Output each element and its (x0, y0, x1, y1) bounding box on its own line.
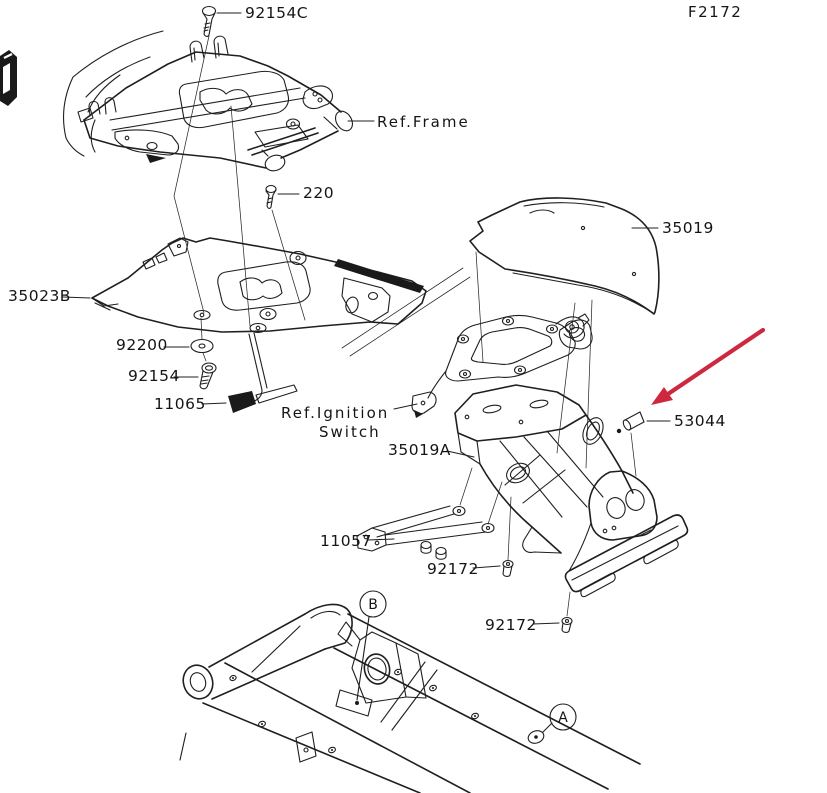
stay-11065-drawing (228, 332, 298, 413)
figure-code: F2172 (688, 3, 742, 21)
ref-frame-label: Ref.Frame (377, 113, 470, 131)
part-label-92172-upper: 92172 (427, 560, 479, 578)
part-label-92200: 92200 (116, 336, 168, 354)
screw-92154c-icon (201, 5, 217, 37)
part-label-220: 220 (303, 184, 334, 202)
part-label-35019: 35019 (662, 219, 714, 237)
part-label-92154: 92154 (128, 367, 180, 385)
pointer-arrow (651, 327, 766, 405)
leader-35023b (62, 296, 91, 299)
assembly-lines (173, 35, 637, 617)
ref-frame-drawing (63, 30, 354, 172)
cowl-35019-drawing (469, 197, 660, 350)
leader-11057 (367, 538, 395, 541)
ref-ignition-label-line2: Switch (319, 423, 381, 441)
washer-92200-icon (190, 338, 214, 354)
screw-92172-lower-icon (561, 616, 573, 633)
screw-92154-icon (199, 362, 217, 390)
part-label-53044: 53044 (674, 412, 726, 430)
catalog-logo-mark (0, 50, 17, 106)
ref-ignition-label-line1: Ref.Ignition (281, 404, 389, 422)
leader-11065 (201, 402, 227, 405)
ignition-bracket-drawing (411, 313, 590, 418)
leader-92172-lower (532, 622, 560, 625)
part-label-92154c: 92154C (245, 4, 308, 22)
bracket-11057-drawing (356, 505, 495, 560)
fender-35019a-drawing (454, 384, 689, 598)
screw-92172-upper-icon (502, 559, 514, 577)
part-label-11065: 11065 (154, 395, 206, 413)
leader-ref-ignition (393, 403, 418, 410)
part-label-35019a: 35019A (388, 441, 451, 459)
tray-35023b-drawing (91, 237, 427, 334)
part-label-92172-lower: 92172 (485, 616, 537, 634)
part-label-11057: 11057 (320, 532, 372, 550)
rear-frame-bottom-drawing (179, 603, 641, 793)
leader-92172-upper (472, 565, 501, 569)
part-label-35023b: 35023B (8, 287, 71, 305)
callout-a-letter: A (558, 710, 568, 726)
screw-220-icon (265, 184, 277, 209)
callout-a: A (542, 703, 577, 733)
callout-b: B (356, 590, 387, 701)
pin-53044-icon (616, 411, 645, 434)
leader-35019a (446, 450, 475, 458)
callout-b-letter: B (368, 597, 378, 613)
